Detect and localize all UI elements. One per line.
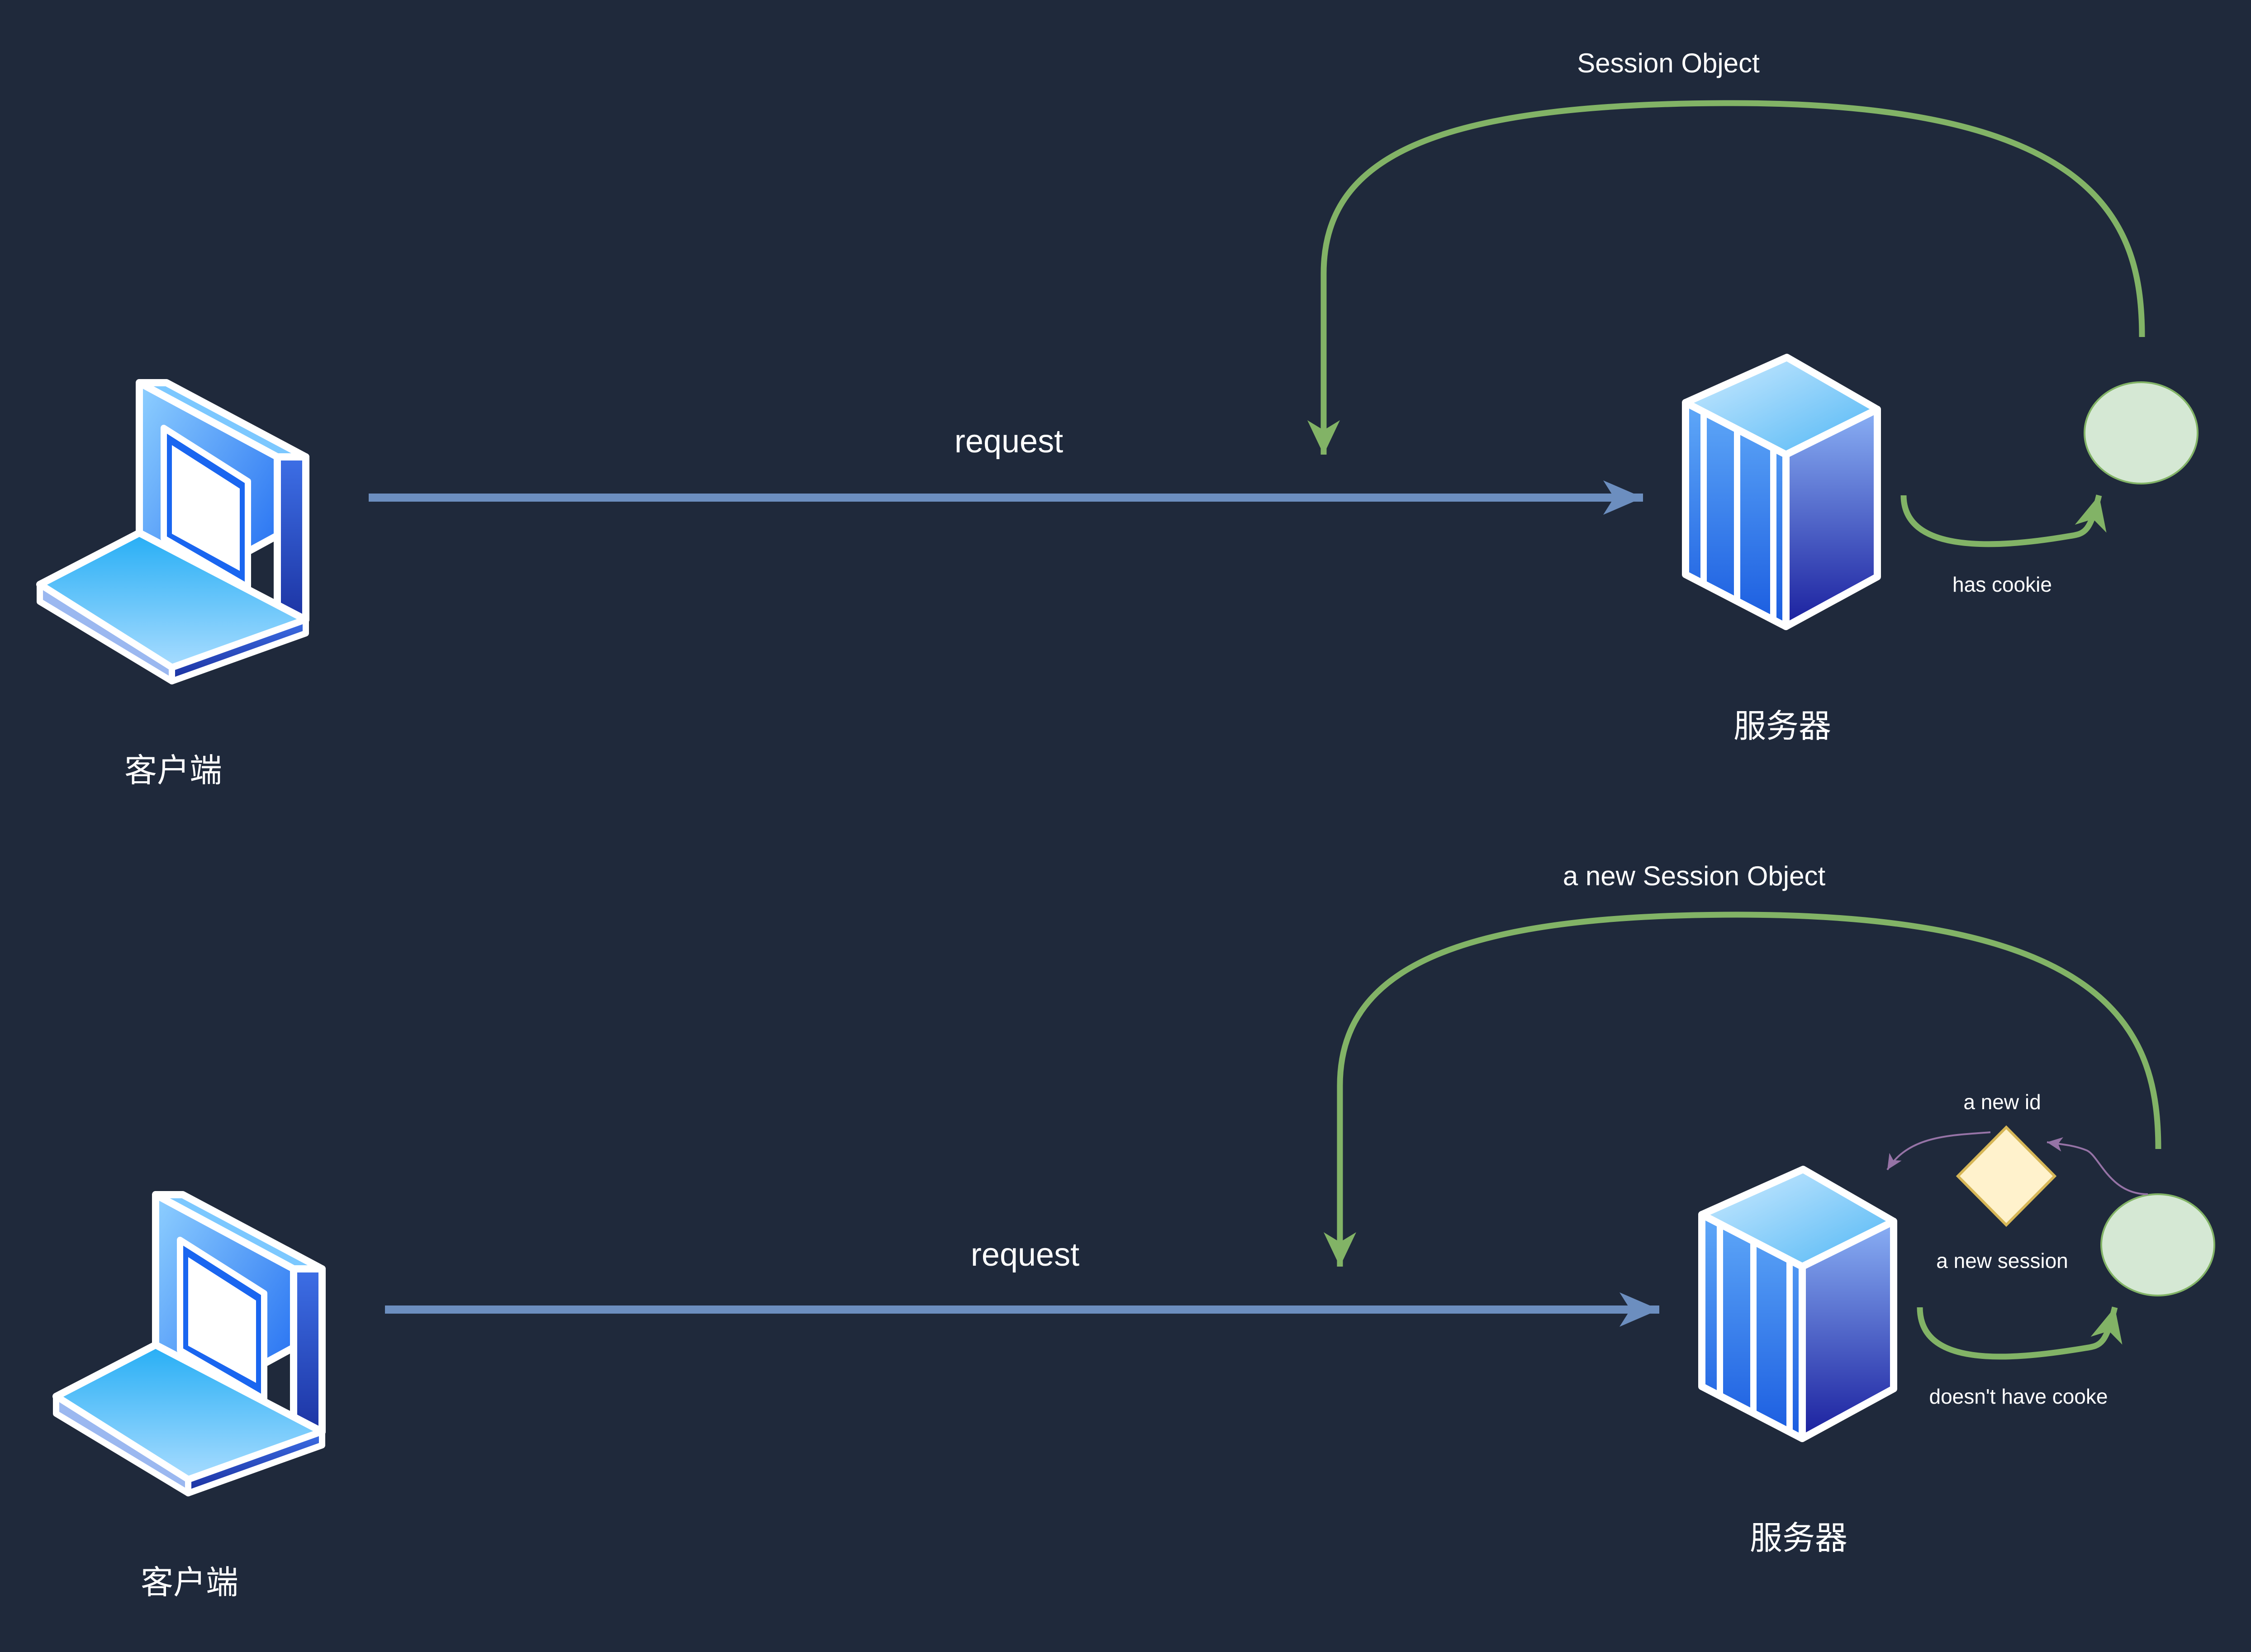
bottom-server-label: 服务器 <box>1750 1520 1847 1557</box>
new-id-label: a new id <box>1963 1090 2041 1114</box>
top-has-cookie-arrow <box>1900 494 2107 547</box>
bottom-session-object-label: a new Session Object <box>1563 861 1826 891</box>
top-server-label: 服务器 <box>1733 708 1831 745</box>
top-session-object-label: Session Object <box>1577 48 1760 78</box>
bottom-session-node <box>2100 1193 2215 1296</box>
top-client-label: 客户端 <box>124 753 222 789</box>
bottom-client-label: 客户端 <box>141 1565 238 1601</box>
bottom-session-object-arrow <box>1324 911 2161 1267</box>
bottom-client-laptop-icon <box>56 1195 322 1493</box>
top-session-node <box>2084 381 2199 484</box>
new-id-to-server-arrow <box>1886 1131 1991 1171</box>
new-id-decision-node <box>1956 1125 2057 1227</box>
bottom-no-cookie-label: doesn't have cooke <box>1929 1385 2108 1408</box>
bottom-server-icon <box>1702 1169 1894 1438</box>
bottom-no-cookie-arrow <box>1917 1306 2123 1360</box>
new-session-to-id-arrow <box>2047 1137 2148 1195</box>
bottom-flow: 客户端 request 服务器 a new id a new session d… <box>56 861 2215 1601</box>
top-flow: 客户端 request 服务器 has cookie Session Objec… <box>40 48 2199 789</box>
top-client-laptop-icon <box>40 383 306 681</box>
bottom-request-label: request <box>971 1237 1079 1273</box>
new-session-label: a new session <box>1936 1249 2068 1272</box>
top-request-label: request <box>955 423 1063 460</box>
top-session-object-arrow <box>1307 100 2145 455</box>
top-has-cookie-label: has cookie <box>1952 573 2052 596</box>
top-server-icon <box>1686 357 1877 627</box>
